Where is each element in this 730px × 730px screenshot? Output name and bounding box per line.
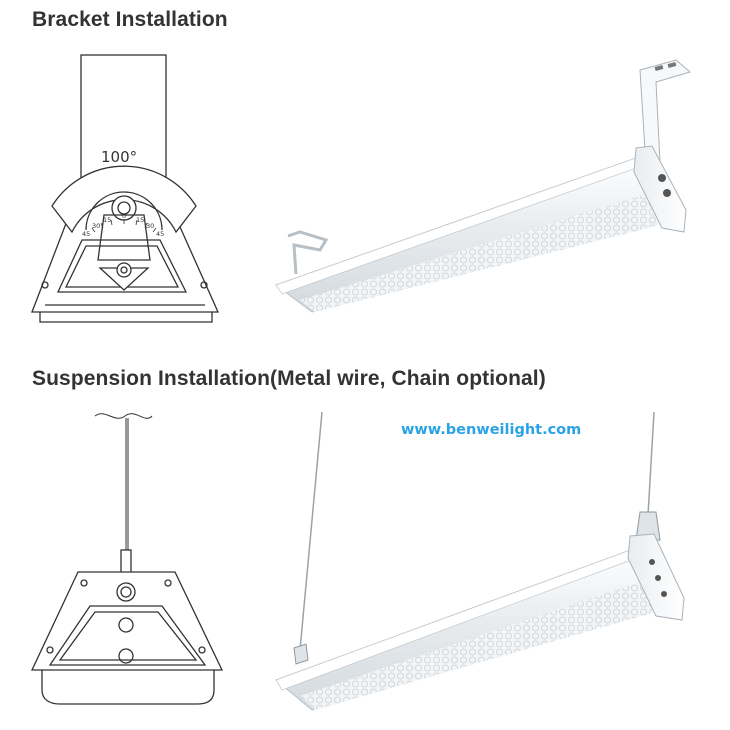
scale-tick-label: 45 (82, 230, 90, 238)
scale-tick-label: 30 (146, 222, 154, 230)
scale-tick-label: 30 (92, 222, 100, 230)
suspended-fixture (275, 411, 685, 711)
bracket-line-drawing (31, 54, 220, 323)
bracket-mounted-fixture (274, 59, 692, 313)
bracket-installation-heading: Bracket Installation (32, 8, 228, 31)
angle-label: 100° (101, 148, 137, 166)
suspension-line-drawing (30, 413, 224, 705)
scale-tick-label: 15 (136, 216, 144, 224)
website-watermark: www.benweilight.com (401, 422, 582, 438)
angle-scale: 45 30 15 0 15 30 45 (82, 212, 164, 238)
scale-tick-label: 45 (156, 230, 164, 238)
suspension-installation-heading: Suspension Installation(Metal wire, Chai… (32, 367, 546, 390)
scale-tick-label: 0 (122, 212, 126, 220)
scale-tick-label: 15 (103, 216, 111, 224)
